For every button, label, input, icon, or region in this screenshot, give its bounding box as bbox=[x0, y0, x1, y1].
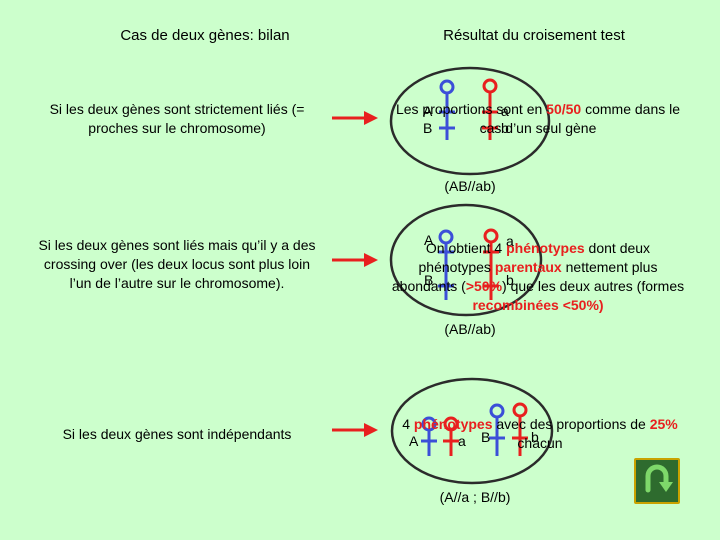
left-column-title: Cas de deux gènes: bilan bbox=[120, 27, 290, 44]
gene-label-b-case-2: b bbox=[506, 272, 514, 288]
result-highlight: >50% bbox=[465, 278, 503, 294]
result-highlight: phénotypes bbox=[506, 240, 585, 256]
ellipse-case-2 bbox=[389, 203, 543, 317]
gene-label-A-case-1: A bbox=[423, 103, 433, 119]
chromosome-blue-b-case-3 bbox=[489, 403, 505, 456]
chromosome-red-case-2 bbox=[483, 228, 499, 300]
case-1-condition: Si les deux gènes sont strictement liés … bbox=[49, 101, 305, 136]
result-text: 4 bbox=[402, 416, 414, 432]
ellipse-case-1 bbox=[389, 66, 551, 176]
gene-label-A-case-3: A bbox=[409, 433, 419, 449]
chromosome-blue-a-case-3 bbox=[421, 416, 437, 456]
gene-label-b-case-1: b bbox=[501, 120, 509, 136]
gene-label-a-case-1: a bbox=[501, 103, 509, 119]
gene-label-B-case-2: B bbox=[424, 272, 434, 288]
gene-label-a-case-3: a bbox=[458, 433, 466, 449]
result-highlight: recombinées <50%) bbox=[472, 297, 604, 313]
result-highlight: phénotypes bbox=[413, 416, 493, 432]
result-text: dont deux phénotypes bbox=[418, 240, 651, 275]
case-3-genotype: (A//a ; B//b) bbox=[439, 489, 511, 505]
result-text: nettement plus abondants ( bbox=[391, 259, 658, 294]
chromosome-red-case-1 bbox=[482, 78, 498, 140]
case-2-genotype: (AB//ab) bbox=[444, 321, 496, 337]
result-highlight: 50/50 bbox=[546, 101, 582, 117]
gene-label-b-case-3: b bbox=[531, 429, 539, 445]
result-text: comme dans le cas d’un seul gène bbox=[479, 101, 681, 136]
gene-label-A-case-2: A bbox=[424, 232, 434, 248]
result-highlight: parentaux bbox=[494, 259, 562, 275]
result-text: ) que les deux autres (formes bbox=[502, 278, 685, 294]
gene-label-a-case-2: a bbox=[506, 233, 514, 249]
result-text: avec des proportions de bbox=[492, 416, 650, 432]
right-column-title: Résultat du croisement test bbox=[443, 27, 625, 44]
case-2-condition: Si les deux gènes sont liés mais qu’il y… bbox=[38, 237, 316, 291]
case-1-result: Les proportions sont en 50/50 comme dans… bbox=[392, 100, 684, 138]
result-text: On obtient 4 bbox=[425, 240, 507, 256]
case-2-result: On obtient 4 phénotypes dont deux phénot… bbox=[388, 239, 688, 315]
chromosome-red-a-case-3 bbox=[443, 416, 459, 456]
chromosome-red-b-case-3 bbox=[512, 402, 528, 456]
result-text: Les proportions sont en bbox=[395, 101, 547, 117]
case-3-result: 4 phénotypes avec des proportions de 25%… bbox=[392, 415, 688, 453]
chromosome-blue-case-2 bbox=[438, 229, 454, 300]
arrow-case-3 bbox=[332, 423, 378, 437]
gene-label-B-case-3: B bbox=[481, 429, 491, 445]
gene-label-B-case-1: B bbox=[423, 120, 433, 136]
ellipse-case-3 bbox=[390, 377, 554, 485]
result-text: chacun bbox=[517, 435, 563, 451]
result-highlight: 25% bbox=[649, 416, 678, 432]
back-button[interactable] bbox=[634, 458, 680, 504]
case-3-condition: Si les deux gènes sont indépendants bbox=[62, 426, 292, 442]
case-1-genotype: (AB//ab) bbox=[444, 178, 496, 194]
arrow-case-2 bbox=[332, 253, 378, 267]
u-turn-arrow-icon bbox=[645, 464, 673, 493]
chromosome-blue-case-1 bbox=[439, 79, 455, 140]
arrow-case-1 bbox=[332, 111, 378, 125]
